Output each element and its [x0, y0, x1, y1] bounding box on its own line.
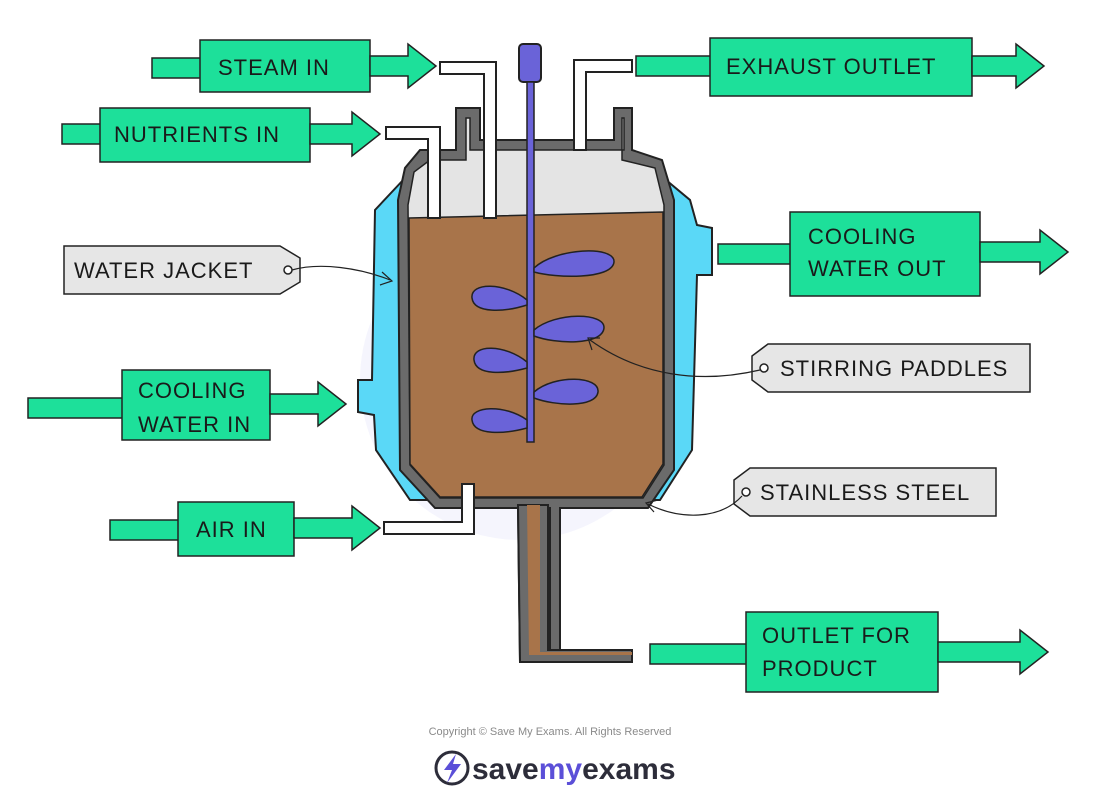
outlet-for-product-arrow: OUTLET FOR PRODUCT	[649, 611, 1050, 693]
outlet-for-product-label-line1: OUTLET FOR	[762, 623, 911, 648]
stirring-paddle	[533, 378, 599, 405]
arrowhead-icon	[379, 271, 394, 286]
copyright-text: Copyright © Save My Exams. All Rights Re…	[429, 726, 672, 738]
arrowhead-icon	[587, 337, 600, 351]
brand-logo: savemyexams	[434, 750, 676, 786]
nutrients-inlet-pipe	[385, 126, 441, 219]
stirring-paddles-pointer	[589, 339, 761, 378]
cooling-water-out-arrow: COOLING WATER OUT	[717, 211, 1070, 297]
stainless-steel-pointer	[647, 495, 743, 516]
svg-text:savemyexams: savemyexams	[472, 753, 676, 786]
exhaust-outlet-arrow: EXHAUST OUTLET	[635, 37, 1046, 97]
tag-hole-icon	[759, 363, 769, 373]
product-outlet-pipe	[516, 504, 633, 663]
air-in-arrow: AIR IN	[109, 501, 382, 557]
outlet-for-product-label-line2: PRODUCT	[762, 656, 878, 681]
steam-in-label: STEAM IN	[218, 55, 330, 80]
cooling-water-out-label-line2: WATER OUT	[808, 256, 947, 281]
broth-liquid	[408, 211, 664, 498]
steam-inlet-pipe	[439, 61, 497, 219]
cooling-water-in-label-line2: WATER IN	[138, 412, 251, 437]
lightning-bolt-icon	[434, 750, 470, 786]
stirring-paddles-tag: STIRRING PADDLES	[587, 337, 1031, 393]
cooling-water-in-arrow: COOLING WATER IN	[27, 369, 348, 441]
nutrients-in-label: NUTRIENTS IN	[114, 122, 280, 147]
brand-exams: exams	[582, 753, 675, 786]
brand-save: save	[472, 753, 539, 786]
stirring-paddle	[533, 315, 605, 343]
air-in-label: AIR IN	[196, 517, 267, 542]
stainless-steel-tag: STAINLESS STEEL	[644, 467, 997, 517]
nutrients-in-arrow: NUTRIENTS IN	[61, 107, 382, 163]
stirring-paddle	[471, 285, 528, 311]
steam-in-arrow: STEAM IN	[151, 39, 438, 93]
stirrer	[471, 43, 615, 443]
water-jacket-pointer	[291, 265, 391, 281]
brand-my: my	[539, 753, 583, 786]
tag-hole-icon	[283, 265, 293, 275]
cooling-water-in-label-line1: COOLING	[138, 378, 246, 403]
air-inlet-pipe	[383, 483, 475, 535]
cooling-water-out-label-line1: COOLING	[808, 224, 916, 249]
stirring-paddle	[471, 408, 528, 434]
exhaust-pipe	[573, 59, 633, 151]
tag-hole-icon	[741, 487, 751, 497]
water-jacket-label: WATER JACKET	[74, 258, 253, 283]
stainless-steel-label: STAINLESS STEEL	[760, 480, 970, 505]
arrowhead-icon	[644, 499, 659, 513]
stirring-paddle	[473, 347, 528, 374]
stirring-paddle	[533, 250, 615, 278]
water-jacket-tag: WATER JACKET	[63, 245, 394, 295]
exhaust-outlet-label: EXHAUST OUTLET	[726, 54, 936, 79]
stirring-paddles-label: STIRRING PADDLES	[780, 356, 1008, 381]
